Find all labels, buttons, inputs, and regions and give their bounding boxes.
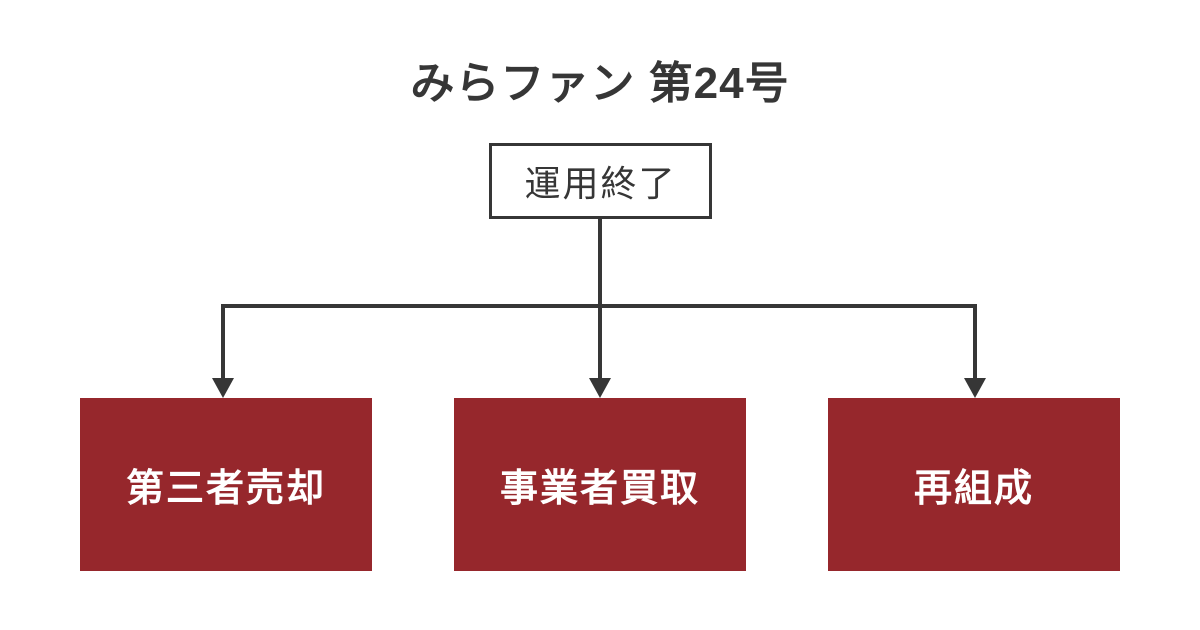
leaf-node-label: 事業者買取: [499, 468, 700, 510]
leaf-node-restructure: 再組成: [828, 398, 1120, 571]
root-node-label: 運用終了: [524, 163, 677, 204]
leaf-node-third-party-sale: 第三者売却: [80, 398, 372, 571]
arrowhead-right-icon: [964, 378, 986, 398]
arrowhead-left-icon: [212, 378, 234, 398]
leaf-node-label: 再組成: [913, 468, 1034, 510]
root-node-box: 運用終了: [489, 143, 712, 219]
page-title: みらファン 第24号: [410, 59, 790, 108]
arrowhead-middle-icon: [589, 378, 611, 398]
leaf-node-operator-buyback: 事業者買取: [454, 398, 746, 571]
leaf-node-label: 第三者売却: [125, 468, 326, 510]
